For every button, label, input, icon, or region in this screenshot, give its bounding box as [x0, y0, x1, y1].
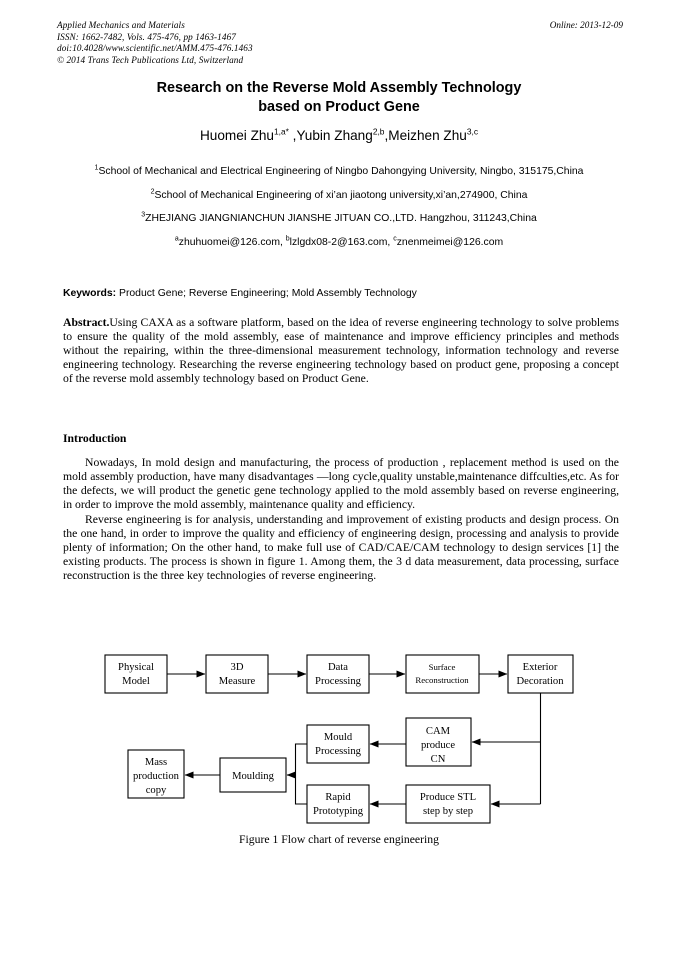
flowchart-diagram: Physical Model 3D Measure Data Processin… — [104, 654, 574, 824]
author-separator-2: , — [384, 128, 389, 143]
node-surface-reconstruction-box — [405, 654, 480, 694]
node-exterior-decoration-line1: Exterior — [523, 662, 558, 673]
doi-line: doi:10.4028/www.scientific.net/AMM.475-4… — [57, 43, 253, 53]
affiliation-1: 1School of Mechanical and Electrical Eng… — [69, 164, 609, 181]
node-mould-processing-line1: Mould — [324, 732, 353, 743]
node-moulding-label: Moulding — [232, 771, 274, 782]
email-a: zhuhuomei@126.com, — [178, 236, 286, 248]
node-mould-processing-line2: Processing — [315, 746, 362, 757]
node-exterior-decoration-line2: Decoration — [516, 676, 564, 687]
author-2-name: Yubin Zhang — [296, 128, 373, 143]
affiliation-1-marker: 1 — [94, 164, 99, 172]
author-3-name: Meizhen Zhu — [388, 128, 467, 143]
author-list: Huomei Zhu1,a* ,Yubin Zhang2,b,Meizhen Z… — [69, 127, 609, 144]
node-produce-stl-line1: Produce STL — [420, 792, 476, 803]
keywords-line: Keywords: Product Gene; Reverse Engineer… — [63, 287, 619, 300]
author-3-superscript: 3,c — [466, 126, 479, 137]
affiliation-2: 2School of Mechanical Engineering of xi’… — [69, 188, 609, 205]
node-3d-measure-box — [205, 654, 269, 694]
node-3d-measure-line1: 3D — [231, 662, 244, 673]
node-physical-model-line1: Physical — [118, 662, 154, 673]
affiliation-3-text: ZHEJIANG JIANGNIANCHUN JIANSHE JITUAN CO… — [145, 213, 537, 225]
affiliation-1-text: School of Mechanical and Electrical Engi… — [98, 166, 584, 177]
author-separator-1: , — [288, 128, 297, 143]
node-cam-produce-cn-box — [405, 717, 472, 767]
masthead-row-4: © 2014 Trans Tech Publications Ltd, Swit… — [57, 55, 623, 67]
node-data-processing-box — [306, 654, 370, 694]
node-3d-measure-line2: Measure — [219, 676, 256, 687]
journal-name: Applied Mechanics and Materials — [57, 20, 185, 30]
node-surface-reconstruction-line2: Reconstruction — [415, 675, 469, 685]
title-line-1: Research on the Reverse Mold Assembly Te… — [156, 80, 522, 96]
masthead-row-2: ISSN: 1662-7482, Vols. 475-476, pp 1463-… — [57, 32, 623, 44]
issn-line: ISSN: 1662-7482, Vols. 475-476, pp 1463-… — [57, 31, 236, 42]
figure-1: Physical Model 3D Measure Data Processin… — [0, 640, 678, 850]
introduction-paragraph-2: Reverse engineering is for analysis, und… — [63, 512, 619, 583]
node-mould-processing-box — [306, 724, 370, 764]
node-rapid-prototyping-line1: Rapid — [325, 792, 351, 803]
node-rapid-prototyping-box — [306, 784, 370, 824]
affiliation-block: 1School of Mechanical and Electrical Eng… — [69, 164, 609, 251]
title-line-2: based on Product Gene — [258, 98, 420, 115]
node-produce-stl-line2: step by step — [423, 806, 473, 817]
node-physical-model-line2: Model — [122, 676, 150, 687]
affiliation-2-text: School of Mechanical Engineering of xi’a… — [154, 189, 528, 201]
affiliation-3: 3ZHEJIANG JIANGNIANCHUN JIANSHE JITUAN C… — [69, 211, 609, 228]
email-a-marker: a — [174, 235, 179, 243]
page-title: Research on the Reverse Mold Assembly Te… — [69, 79, 609, 116]
keywords-value: Product Gene; Reverse Engineering; Mold … — [116, 288, 417, 299]
author-1-superscript: 1,a* — [274, 126, 289, 137]
node-data-processing-line1: Data — [328, 662, 348, 673]
node-cam-line3: CN — [431, 754, 446, 765]
node-physical-model-box — [104, 654, 168, 694]
figure-caption: Figure 1 Flow chart of reverse engineeri… — [239, 833, 439, 846]
node-mass-line1: Mass — [145, 757, 167, 768]
node-mass-production-copy-box — [127, 749, 185, 799]
email-c-marker: c — [393, 235, 397, 243]
email-c: znenmeimei@126.com — [396, 236, 504, 248]
section-heading-introduction: Introduction — [63, 432, 127, 445]
node-exterior-decoration-box — [507, 654, 574, 694]
masthead-row-1: Applied Mechanics and Materials Online: … — [57, 20, 623, 32]
abstract-text: Using CAXA as a software platform, based… — [63, 316, 619, 386]
node-rapid-prototyping-line2: Prototyping — [313, 806, 364, 817]
email-b-marker: b — [285, 235, 290, 243]
affiliation-3-marker: 3 — [141, 211, 146, 219]
email-line: azhuhuomei@126.com, blzlgdx08-2@163.com,… — [69, 235, 609, 252]
masthead-row-3: doi:10.4028/www.scientific.net/AMM.475-4… — [57, 43, 623, 55]
node-data-processing-line2: Processing — [315, 676, 362, 687]
node-surface-reconstruction-line1: Surface — [429, 662, 456, 672]
author-1-name: Huomei Zhu — [199, 128, 274, 143]
email-b: lzlgdx08-2@163.com, — [289, 236, 394, 248]
abstract-block: Abstract.Using CAXA as a software platfo… — [63, 316, 619, 386]
node-mass-line2: production — [133, 771, 180, 782]
bus-merge-left — [294, 743, 307, 805]
keywords-label: Keywords: — [63, 288, 117, 299]
affiliation-2-marker: 2 — [150, 188, 155, 196]
node-cam-line2: produce — [421, 740, 455, 751]
node-mass-line3: copy — [146, 785, 167, 796]
introduction-body: Nowadays, In mold design and manufacturi… — [63, 456, 619, 583]
copyright-line: © 2014 Trans Tech Publications Ltd, Swit… — [57, 54, 244, 65]
masthead: Applied Mechanics and Materials Online: … — [57, 20, 623, 66]
node-cam-line1: CAM — [426, 726, 451, 737]
online-date: Online: 2013-12-09 — [549, 20, 623, 30]
node-produce-stl-box — [405, 784, 491, 824]
abstract-label: Abstract. — [63, 316, 110, 329]
author-2-superscript: 2,b — [372, 126, 385, 137]
introduction-paragraph-1: Nowadays, In mold design and manufacturi… — [63, 456, 619, 512]
